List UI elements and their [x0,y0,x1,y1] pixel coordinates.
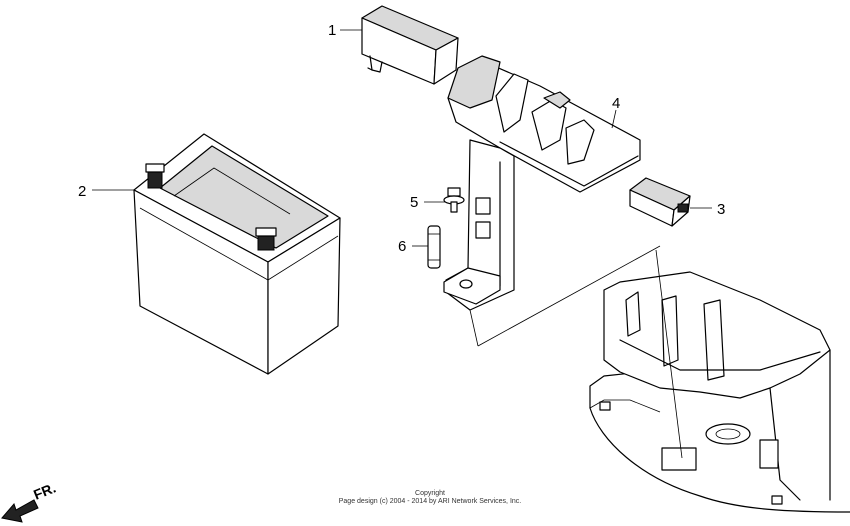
part-3-relay [629,177,691,227]
callout-2: 2 [78,183,86,200]
installation-leaders [469,245,683,459]
frame-battery-box [589,271,850,513]
callout-leaders [92,29,712,247]
part-6-fuse [427,225,441,269]
copyright-line-2: Page design (c) 2004 - 2014 by ARI Netwo… [338,498,522,505]
callout-5: 5 [410,194,418,211]
front-direction-marker: FR. [1,479,58,523]
callout-6: 6 [398,238,406,255]
copyright-line-1: Copyright [415,490,445,497]
part-5-bolt [443,187,465,213]
callout-3: 3 [717,201,725,218]
callout-4: 4 [612,95,620,112]
part-4-bracket [443,55,641,311]
front-label: FR. [31,479,58,502]
callout-1: 1 [328,22,336,39]
front-arrow-icon [1,499,39,523]
callout-numbers: 1 2 3 4 5 6 [78,22,725,255]
part-2-battery [133,133,341,375]
copyright-notice: Copyright Page design (c) 2004 - 2014 by… [300,490,560,506]
part-1-cover [361,5,459,85]
